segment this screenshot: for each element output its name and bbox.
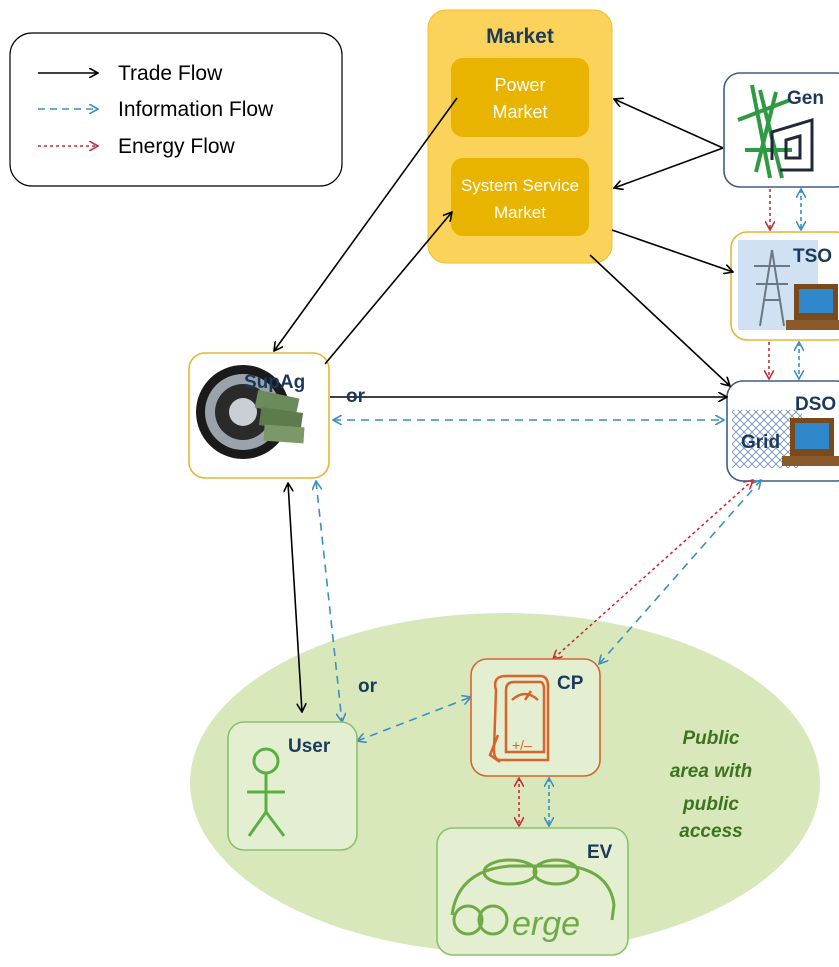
public-area-line3: public [682, 794, 739, 815]
public-area-caption: Public area with public access [670, 728, 752, 842]
trade-gen-to-power [614, 99, 724, 149]
computer-icon [786, 284, 839, 330]
ev-node: erge EV [436, 827, 629, 956]
tso-node: TSO [730, 231, 839, 341]
user-stick-figure-icon [247, 747, 286, 837]
system-service-line1: System Service [461, 176, 579, 195]
supag-label: SupAg [244, 372, 305, 393]
energy-flows [519, 189, 770, 826]
gen-node: Gen [723, 72, 839, 188]
power-market-line2: Market [492, 102, 547, 122]
supag-node: SupAg [188, 352, 330, 479]
cp-symbol-label: +/– [512, 737, 532, 753]
dso-computer-icon [782, 418, 839, 466]
trade-service-to-dso [589, 254, 730, 386]
system-service-market-box [451, 158, 589, 236]
legend-energy-label: Energy Flow [118, 135, 236, 158]
cp-label: CP [557, 673, 584, 694]
dso-node: Grid DSO [726, 380, 839, 482]
info-supag-user [316, 481, 342, 722]
user-node: User [227, 721, 358, 851]
energy-dso-cp [553, 480, 753, 659]
or-annotation-bottom: or [358, 676, 378, 697]
gen-label: Gen [787, 88, 824, 109]
power-market-box [451, 58, 589, 137]
trade-supag-user [288, 483, 302, 712]
cp-box [470, 658, 601, 777]
trade-supag-to-service [324, 212, 452, 365]
info-user-cp [357, 697, 471, 741]
user-label: User [288, 736, 331, 757]
charging-point-icon [488, 674, 550, 764]
info-flows [316, 189, 801, 826]
legend-trade-label: Trade Flow [118, 62, 223, 85]
building-icon [770, 117, 814, 172]
market-block: Market Power Market System Service Marke… [427, 9, 613, 264]
pylon-icon [754, 249, 790, 327]
trade-market-to-supag [274, 97, 458, 351]
ev-brand-label: erge [512, 905, 580, 943]
trade-flows [274, 98, 733, 712]
power-market-line1: Power [494, 75, 545, 95]
trade-gen-to-service [614, 147, 724, 188]
ev-label: EV [587, 842, 613, 863]
legend: Trade Flow Information Flow Energy Flow [9, 32, 343, 187]
public-area-line2: area with [670, 761, 752, 782]
ev-box [436, 827, 629, 956]
or-annotation-top: or [346, 386, 366, 407]
market-title: Market [486, 25, 554, 48]
dso-label: DSO [795, 394, 836, 415]
public-area-region [190, 613, 820, 953]
trade-service-to-tso [611, 229, 733, 272]
electric-car-logo-icon [450, 858, 616, 936]
system-service-line2: Market [494, 203, 546, 222]
grid-label: Grid [741, 432, 780, 453]
tso-label: TSO [793, 246, 832, 267]
legend-info-label: Information Flow [118, 98, 274, 121]
money-vault-icon [196, 365, 305, 459]
public-area-line4: access [679, 821, 742, 842]
cp-node: +/– CP [470, 658, 601, 777]
public-area-line1: Public [682, 728, 739, 749]
